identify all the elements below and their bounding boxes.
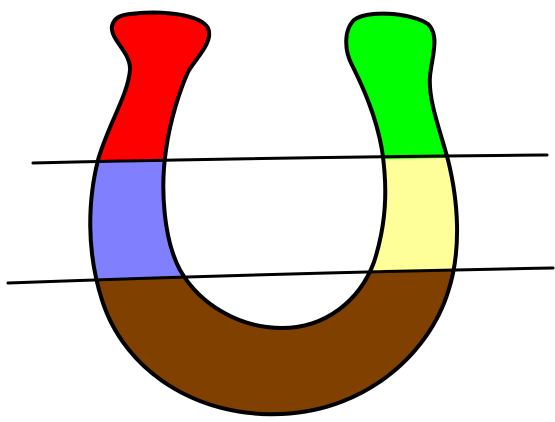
horseshoe-diagram — [0, 0, 555, 422]
horseshoe-drawing — [0, 0, 555, 422]
